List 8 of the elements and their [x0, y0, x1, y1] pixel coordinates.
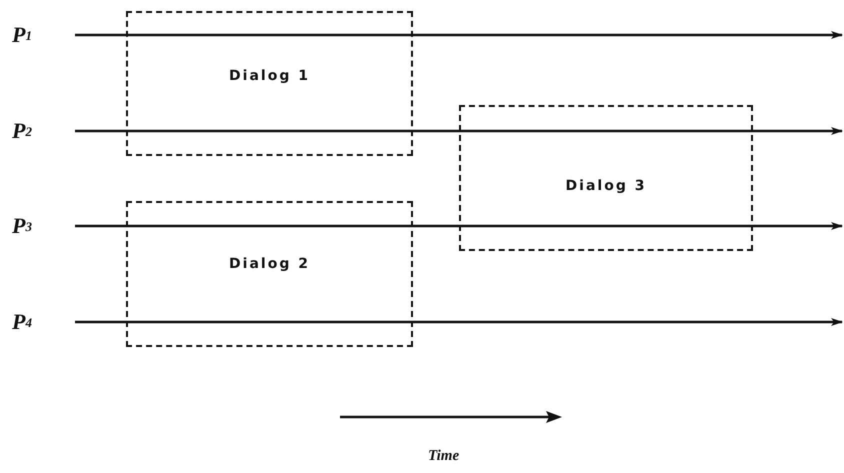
- arrow: [75, 31, 843, 39]
- arrow: [75, 318, 843, 326]
- dialog-box: [126, 11, 413, 156]
- dialog-box: [126, 201, 413, 347]
- arrow: [75, 222, 843, 230]
- arrow: [75, 127, 843, 135]
- axis-label: Time: [428, 448, 460, 465]
- dialog-box: [459, 105, 753, 251]
